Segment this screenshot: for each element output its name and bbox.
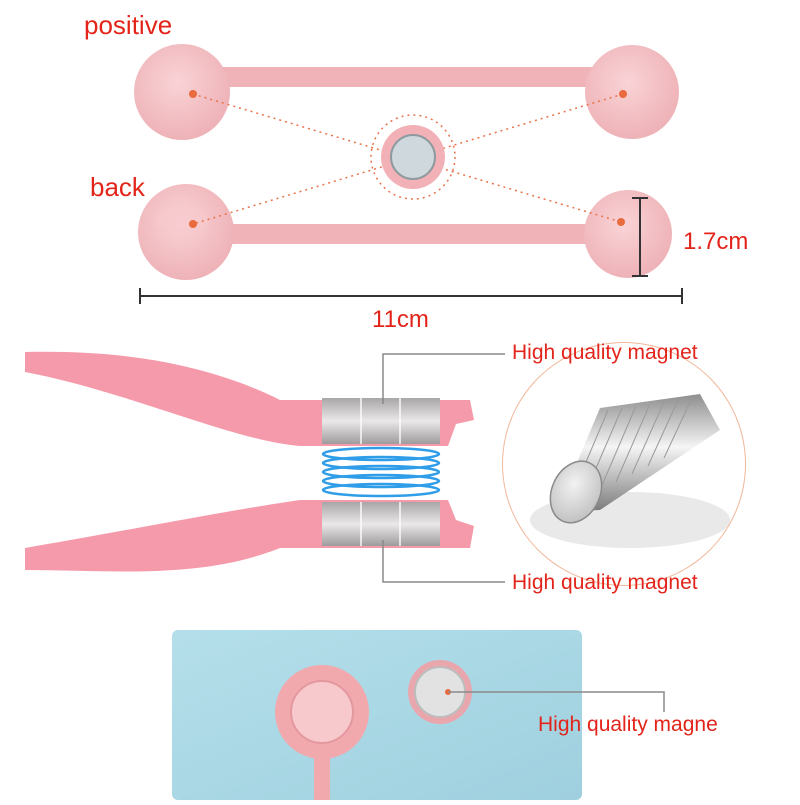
back-label: back <box>90 172 145 202</box>
width-dimension <box>139 288 683 304</box>
band-cross-section <box>25 351 474 572</box>
strap-back <box>138 184 672 280</box>
magnet-callouts <box>382 353 505 583</box>
magnet-top-label: High quality magnet <box>512 341 698 364</box>
bottom-photo <box>172 630 582 800</box>
center-magnet <box>381 125 445 189</box>
photo-callout <box>448 691 665 712</box>
height-label: 1.7cm <box>683 228 749 255</box>
magnet-stack-photo <box>502 342 746 586</box>
positive-label: positive <box>84 10 173 40</box>
strap-front <box>134 44 679 140</box>
height-dimension <box>632 197 648 277</box>
magnetic-field <box>321 446 441 498</box>
width-label: 11cm <box>372 306 429 333</box>
magnet-photo-label: High quality magne <box>538 713 718 736</box>
magnet-bottom-label: High quality magnet <box>512 571 698 594</box>
